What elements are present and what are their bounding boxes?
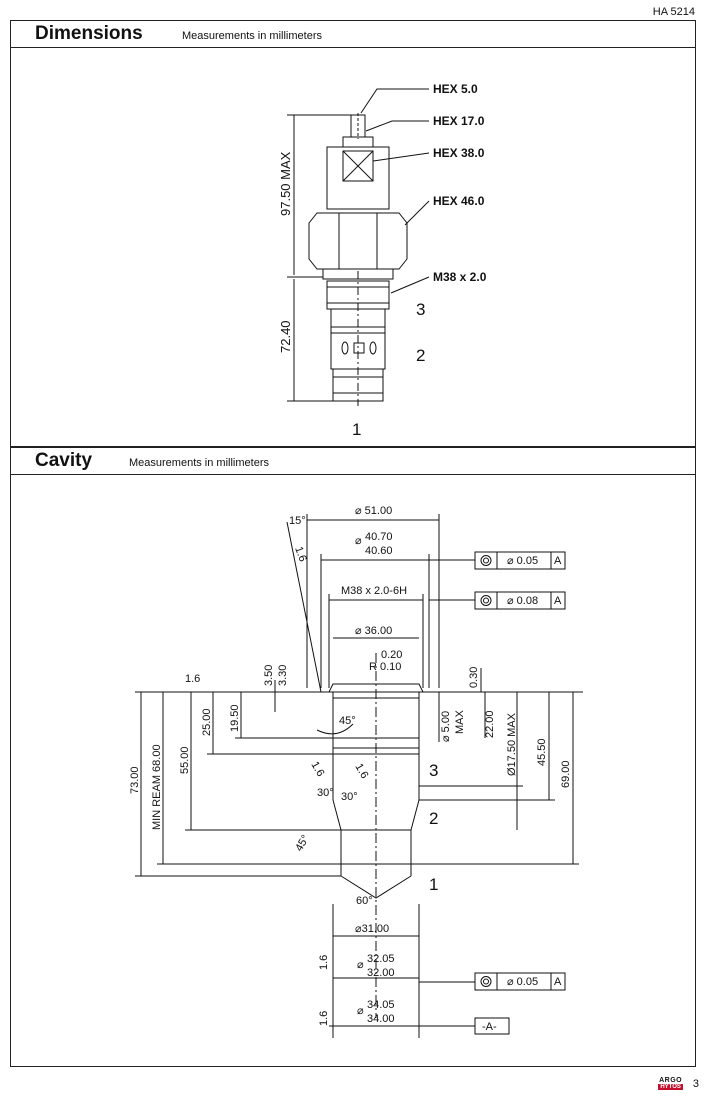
label-d32-lo: 32.00 <box>367 967 395 979</box>
label-roughness-chamfer: 1.6 <box>292 545 309 563</box>
port-2-label: 2 <box>416 346 425 365</box>
label-height-upper: 97.50 MAX <box>278 151 293 216</box>
argo-hytos-logo: ARGO HYTOS <box>658 1077 683 1090</box>
label-radius-a: 0.20 <box>381 649 402 661</box>
document-code: HA 5214 <box>652 6 695 18</box>
label-d32-hi: 32.05 <box>367 953 395 965</box>
label-hex17: HEX 17.0 <box>433 114 485 128</box>
label-25: 25.00 <box>201 708 213 736</box>
tolerance-3-value: ⌀ 0.05 <box>507 976 538 988</box>
label-hex5: HEX 5.0 <box>433 82 478 96</box>
tolerance-2-value: ⌀ 0.08 <box>507 595 538 607</box>
cavity-port-1: 1 <box>429 875 438 894</box>
cavity-title: Cavity <box>35 450 93 471</box>
tolerance-3-datum: A <box>554 976 562 988</box>
label-d40-lo: 40.60 <box>365 545 393 557</box>
dimensions-title: Dimensions <box>35 23 143 44</box>
label-thread: M38 x 2.0-6H <box>341 585 407 597</box>
cavity-subtitle: Measurements in millimeters <box>129 457 269 469</box>
page-footer: ARGO HYTOS 3 <box>658 1077 699 1090</box>
label-45-5: 45.50 <box>536 738 548 766</box>
label-3-30: 3.30 <box>277 665 289 686</box>
label-roughness-d32: 1.6 <box>318 955 330 970</box>
port-1-label: 1 <box>352 420 361 439</box>
cavity-header: Cavity Measurements in millimeters <box>11 448 695 475</box>
label-22: 22.00 <box>484 710 496 738</box>
label-height-lower: 72.40 <box>278 320 293 353</box>
logo-bottom-text: HYTOS <box>658 1084 683 1090</box>
label-angle-45: 45° <box>339 715 356 727</box>
label-roughness-d34: 1.6 <box>318 1011 330 1026</box>
label-max: MAX <box>454 710 466 735</box>
label-d40-hi: 40.70 <box>365 531 393 543</box>
label-thread: M38 x 2.0 <box>433 270 487 284</box>
label-3-50: 3.50 <box>263 665 275 686</box>
logo-top-text: ARGO <box>659 1077 683 1084</box>
port-3-label: 3 <box>416 300 425 319</box>
label-d17-5-max: Ø17.50 MAX <box>506 712 518 776</box>
label-min-ream-68: MIN REAM 68.00 <box>151 744 163 830</box>
label-d40-sym: ⌀ <box>355 535 362 547</box>
label-roughness-left: 1.6 <box>308 760 326 779</box>
label-d31: ⌀31.00 <box>355 923 389 935</box>
label-angle-45-lower: 45° <box>293 833 312 853</box>
label-69: 69.00 <box>560 760 572 788</box>
tolerance-2-datum: A <box>554 595 562 607</box>
dimensions-header: Dimensions Measurements in millimeters <box>11 21 695 48</box>
label-angle-15: 15° <box>289 515 306 527</box>
label-55: 55.00 <box>179 746 191 774</box>
datum-reference: -A- <box>482 1021 497 1033</box>
label-d32-sym: ⌀ <box>357 959 364 971</box>
label-hex38: HEX 38.0 <box>433 146 485 160</box>
cavity-port-3: 3 <box>429 761 438 780</box>
label-radius-b: R 0.10 <box>369 661 401 673</box>
label-angle-30-right: 30° <box>341 791 358 803</box>
tolerance-1-value: ⌀ 0.05 <box>507 555 538 567</box>
dimensions-panel: Dimensions Measurements in millimeters <box>10 20 696 447</box>
label-d36: ⌀ 36.00 <box>355 625 392 637</box>
page-number: 3 <box>692 1077 699 1090</box>
label-roughness-top: 1.6 <box>185 673 200 685</box>
label-73: 73.00 <box>129 766 141 794</box>
valve-drawing: HEX 5.0 HEX 17.0 HEX 38.0 HEX 46.0 M38 x… <box>278 82 487 439</box>
label-d34-sym: ⌀ <box>357 1005 364 1017</box>
dimensions-subtitle: Measurements in millimeters <box>182 30 322 42</box>
label-d5: ⌀ 5.00 <box>440 711 452 742</box>
label-angle-30-left: 30° <box>317 787 334 799</box>
label-hex46: HEX 46.0 <box>433 194 485 208</box>
label-angle-60: 60° <box>356 895 373 907</box>
cavity-drawing: ⌀ 51.00 ⌀ 40.70 40.60 M38 x 2.0-6H ⌀ 36.… <box>129 505 583 1038</box>
label-d34-lo: 34.00 <box>367 1013 395 1025</box>
label-0-30: 0.30 <box>468 667 480 688</box>
label-d51: ⌀ 51.00 <box>355 505 392 517</box>
label-d34-hi: 34.05 <box>367 999 395 1011</box>
cavity-port-2: 2 <box>429 809 438 828</box>
cavity-panel: Cavity Measurements in millimeters <box>10 447 696 1067</box>
tolerance-1-datum: A <box>554 555 562 567</box>
label-roughness-right: 1.6 <box>352 762 370 781</box>
label-19-5: 19.50 <box>229 704 241 732</box>
